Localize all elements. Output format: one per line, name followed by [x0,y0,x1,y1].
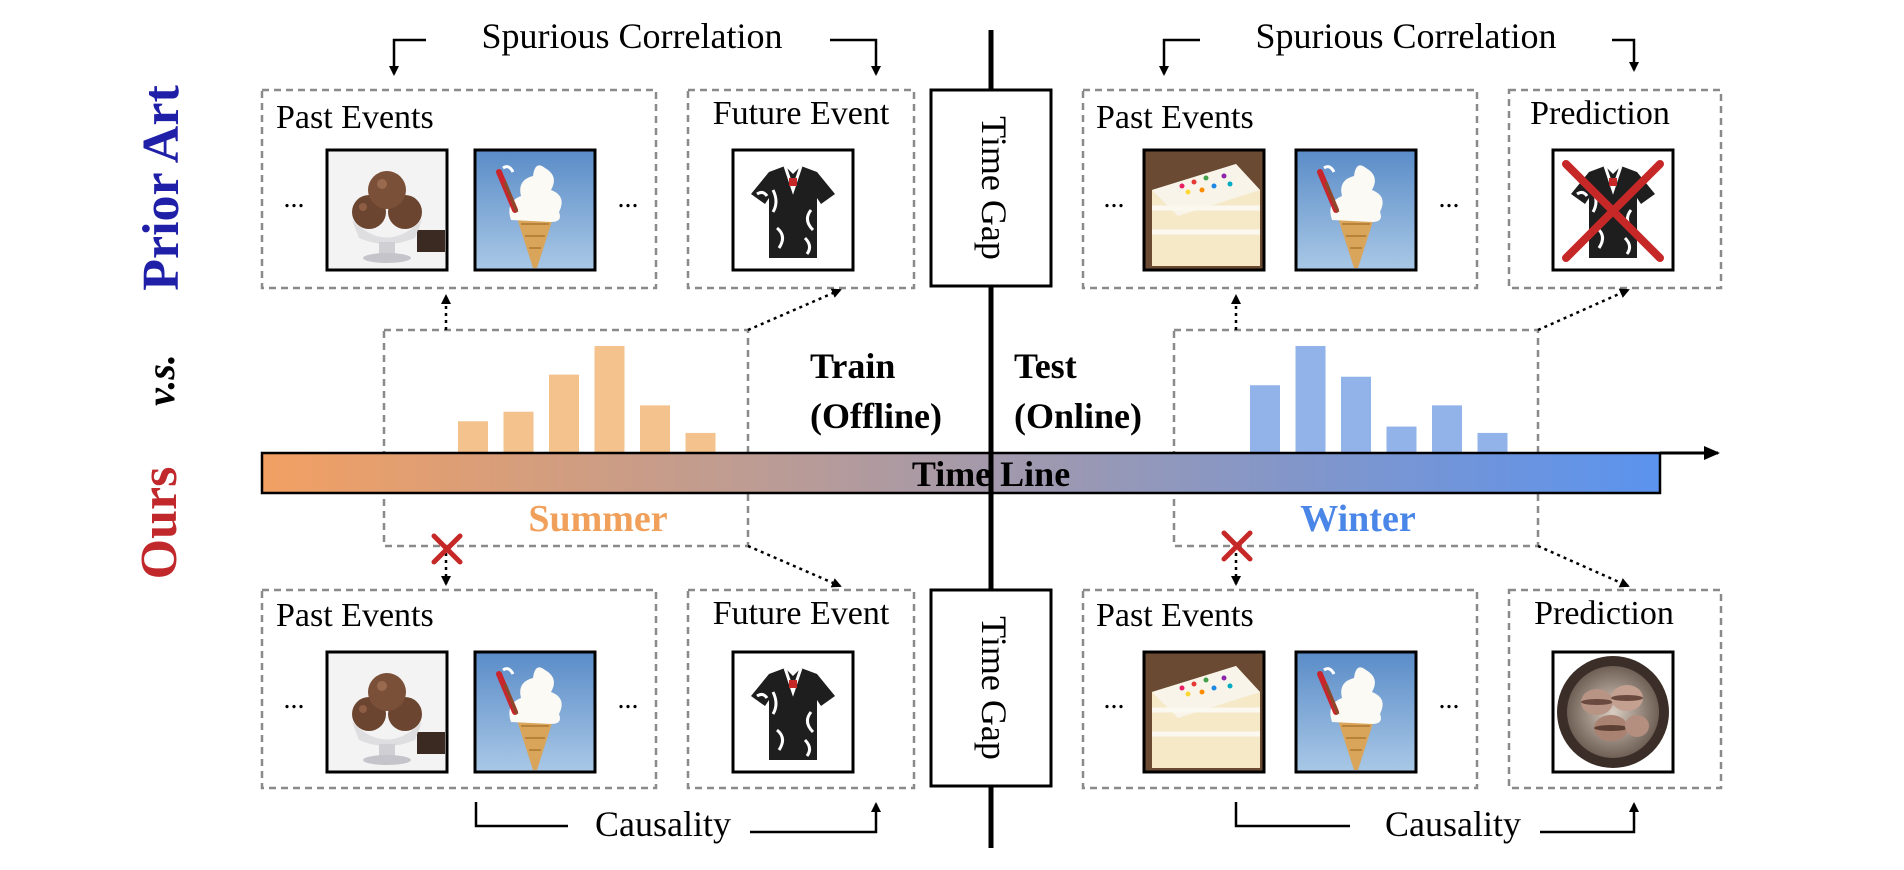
ellipsis: ... [618,684,639,715]
prediction-label: Prediction [1530,95,1670,132]
histogram-bar [1295,346,1326,452]
spurious-correlation-label: Spurious Correlation [1256,16,1557,56]
top-past-events-box-right: Past Events ... ... [1081,88,1479,290]
summer-label: Summer [528,498,667,540]
histogram-bar [594,346,625,452]
cake-slice-icon [1142,650,1266,774]
top-time-gap-box: Time Gap [929,88,1053,288]
histogram-bar [685,432,716,452]
past-events-label: Past Events [276,99,434,136]
histogram-bar [640,405,670,452]
histogram-bar [458,421,488,452]
past-events-label: Past Events [276,597,434,634]
past-events-label: Past Events [1096,99,1254,136]
train-offline-label: (Offline) [810,396,942,436]
hawaiian-shirt-icon [731,148,855,272]
summer-region-box [382,328,750,548]
top-future-event-box: Future Event [686,88,916,290]
red-x-icon [1221,530,1253,562]
past-events-label: Past Events [1096,597,1254,634]
bottom-past-events-box-right: Past Events ... ... [1081,588,1479,790]
spurious-correlation-bracket-right: Spurious Correlation [1159,16,1639,76]
future-event-label: Future Event [713,595,890,632]
histogram-bar [549,374,579,452]
red-x-icon [431,533,463,565]
bottom-future-event-box: Future Event [686,588,916,790]
soft-serve-cone-icon [1294,148,1418,272]
time-gap-label: Time Gap [974,116,1014,260]
histogram-bar [1341,376,1371,452]
causality-label: Causality [1385,804,1521,844]
hawaiian-shirt-icon [1551,148,1675,272]
ice-cream-scoops-icon [325,650,449,774]
future-event-label: Future Event [713,95,890,132]
train-label: Train [810,346,895,386]
ellipsis: ... [618,183,639,214]
ellipsis: ... [284,684,305,715]
test-label: Test [1014,346,1077,386]
ice-cream-scoops-icon [325,148,449,272]
bottom-prediction-box: Prediction [1507,588,1723,790]
spurious-correlation-bracket-left: Spurious Correlation [389,16,881,76]
causality-bracket-right: Causality [1234,802,1639,844]
histogram-bar [1250,385,1280,452]
histogram-bar [1477,432,1508,452]
row-label-vs: v.s. [138,354,183,406]
top-past-events-box-left: Past Events ... ... [260,88,658,290]
timeline-bar [260,451,1662,495]
prediction-label: Prediction [1534,595,1674,632]
top-prediction-box: Prediction [1507,88,1723,290]
causality-label: Causality [595,804,731,844]
cake-slice-icon [1142,148,1266,272]
ellipsis: ... [1439,684,1460,715]
row-label-ours: Ours [131,467,188,580]
soft-serve-cone-icon [473,650,597,774]
ellipsis: ... [284,183,305,214]
bottom-past-events-box-left: Past Events ... ... [260,588,658,790]
row-label-prior-art: Prior Art [133,85,190,291]
macarons-icon [1551,650,1675,774]
soft-serve-cone-icon [1294,650,1418,774]
histogram-bar [503,411,534,452]
ellipsis: ... [1104,684,1125,715]
summer-histogram [458,346,716,452]
spurious-correlation-label: Spurious Correlation [482,16,783,56]
causality-bracket-left: Causality [474,802,881,844]
timeline: Time Line [260,446,1720,495]
histogram-bar [1432,405,1462,452]
ellipsis: ... [1104,183,1125,214]
time-gap-label: Time Gap [974,616,1014,760]
winter-label: Winter [1300,498,1416,540]
bottom-time-gap-box: Time Gap [929,588,1053,788]
dotted-connectors [441,288,1630,588]
soft-serve-cone-icon [473,148,597,272]
winter-region-box [1172,328,1540,548]
ellipsis: ... [1439,183,1460,214]
winter-histogram [1250,346,1508,452]
histogram-bar [1386,426,1417,452]
red-x-icon [1562,160,1664,262]
hawaiian-shirt-icon [731,650,855,774]
test-online-label: (Online) [1014,396,1142,436]
